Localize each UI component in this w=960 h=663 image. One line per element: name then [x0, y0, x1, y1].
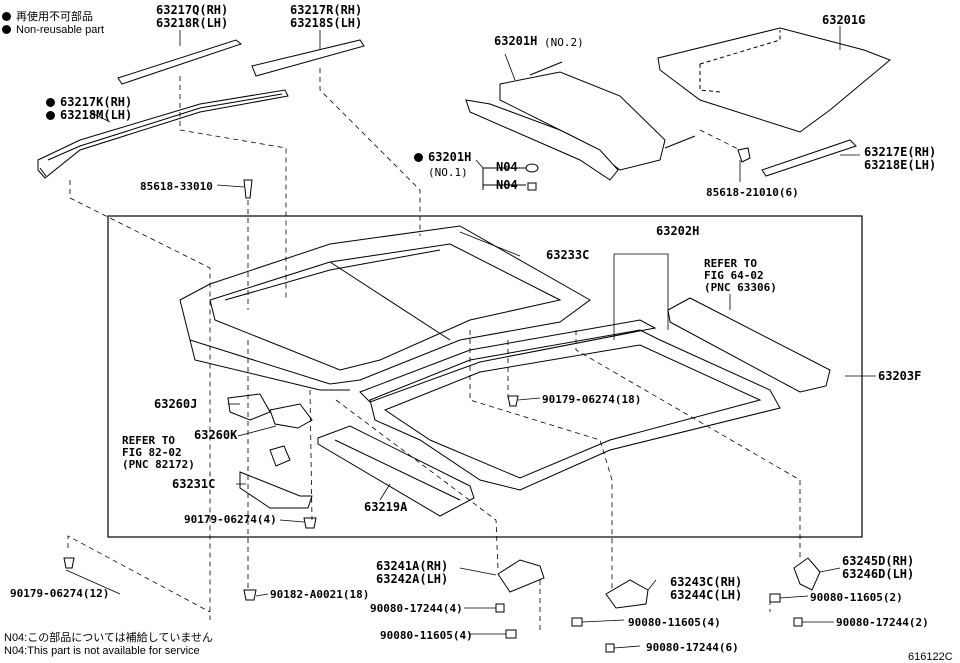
legend-nonreusable-jp: 再使用不可部品	[2, 8, 93, 24]
label-90080-17244-4[interactable]: 90080-17244(4)	[370, 602, 463, 615]
motor-63260k	[269, 403, 313, 429]
label-refer-64-02-a: REFER TO	[704, 257, 757, 270]
screw-90179-12	[63, 557, 75, 569]
bullet-icon	[414, 153, 423, 162]
label-refer-82-02-c: (PNC 82172)	[122, 458, 195, 471]
footnote-jp: N04:この部品については補給していません	[4, 632, 214, 644]
deflector-tube	[667, 297, 831, 393]
bracket-63245d	[793, 557, 821, 591]
label-63241a[interactable]: 63241A(RH)	[376, 559, 449, 573]
label-63231c[interactable]: 63231C	[172, 477, 216, 491]
bolt-d	[605, 643, 615, 653]
label-no1: (NO.1)	[428, 166, 468, 179]
label-63260j[interactable]: 63260J	[154, 397, 198, 411]
label-90080-17244-6[interactable]: 90080-17244(6)	[646, 641, 739, 654]
label-n04-b[interactable]: N04	[496, 178, 518, 192]
frame-63203f	[369, 329, 781, 491]
bolt-e	[769, 593, 781, 603]
label-63217e[interactable]: 63217E(RH)	[864, 145, 937, 159]
label-90182-a0021[interactable]: 90182-A0021(18)	[270, 588, 370, 601]
bolt-f	[793, 617, 803, 627]
label-63201h-no1[interactable]: 63201H	[414, 151, 471, 164]
label-90179-06274-4[interactable]: 90179-06274(4)	[184, 513, 277, 526]
label-63260k[interactable]: 63260K	[194, 428, 238, 442]
label-90080-11605-4-a[interactable]: 90080-11605(4)	[380, 629, 473, 642]
n04-washer	[525, 163, 539, 173]
label-refer-64-02-c: (PNC 63306)	[704, 281, 777, 294]
glass-63201h-no2	[499, 71, 666, 171]
connector	[269, 445, 291, 467]
label-90179-06274-12[interactable]: 90179-06274(12)	[10, 587, 110, 600]
label-63201h-no2[interactable]: 63201H	[494, 34, 538, 48]
screw-85618-33010	[243, 179, 253, 199]
label-63218s[interactable]: 63218S(LH)	[290, 16, 363, 30]
label-refer-82-02-a: REFER TO	[122, 434, 175, 447]
label-90080-11605-4-b[interactable]: 90080-11605(4)	[628, 616, 721, 629]
assembly-frame	[107, 215, 863, 538]
channel-63219a	[317, 425, 475, 517]
glass-63201g	[657, 27, 891, 133]
label-63219a[interactable]: 63219A	[364, 500, 408, 514]
label-n04-a[interactable]: N04	[496, 160, 518, 174]
label-63233c[interactable]: 63233C	[546, 248, 590, 262]
footnote-en: N04:This part is not available for servi…	[4, 645, 200, 657]
n04-bolt	[527, 182, 537, 191]
bullet-icon	[2, 25, 11, 34]
rail-63217k	[37, 89, 289, 179]
strip-63217e	[761, 139, 857, 177]
bolt-a	[495, 603, 505, 613]
label-90080-11605-2[interactable]: 90080-11605(2)	[810, 591, 903, 604]
screw-85618-21010	[737, 147, 751, 163]
housing-63233c	[179, 225, 591, 385]
label-63245d[interactable]: 63245D(RH)	[842, 554, 915, 568]
screw-90182	[243, 589, 257, 601]
bullet-icon	[46, 111, 55, 120]
label-90080-17244-2[interactable]: 90080-17244(2)	[836, 616, 929, 629]
motor-63260j	[227, 393, 271, 421]
strip-63217q	[117, 39, 243, 85]
label-63218m[interactable]: 63218M(LH)	[46, 109, 132, 122]
label-63218r[interactable]: 63218R(LH)	[156, 16, 229, 30]
label-63217k[interactable]: 63217K(RH)	[46, 96, 132, 109]
screw-90179-18	[507, 395, 519, 407]
strip-63217r	[251, 39, 365, 77]
label-63201g[interactable]: 63201G	[822, 13, 866, 27]
figure-id: 616122C	[908, 651, 953, 663]
bullet-icon	[46, 98, 55, 107]
label-63217r[interactable]: 63217R(RH)	[290, 3, 363, 17]
label-85618-33010[interactable]: 85618-33010	[140, 180, 213, 193]
bracket-63243c	[605, 579, 649, 609]
label-63218e[interactable]: 63218E(LH)	[864, 158, 937, 172]
label-63217q[interactable]: 63217Q(RH)	[156, 3, 229, 17]
label-63244c[interactable]: 63244C(LH)	[670, 588, 743, 602]
bullet-icon	[2, 12, 11, 21]
label-63242a[interactable]: 63242A(LH)	[376, 572, 449, 586]
label-refer-64-02-b[interactable]: FIG 64-02	[704, 269, 764, 282]
legend-nonreusable-en: Non-reusable part	[2, 24, 104, 36]
label-no2: (NO.2)	[544, 36, 584, 49]
label-63243c[interactable]: 63243C(RH)	[670, 575, 743, 589]
label-63246d[interactable]: 63246D(LH)	[842, 567, 915, 581]
label-85618-21010[interactable]: 85618-21010(6)	[706, 186, 799, 199]
bolt-b	[505, 629, 517, 639]
bracket-63241a	[497, 559, 545, 593]
bracket-63231c	[239, 471, 313, 509]
screw-90179-4	[303, 517, 317, 529]
deflector-63201h-no1	[465, 99, 619, 181]
label-63203f[interactable]: 63203F	[878, 369, 922, 383]
label-refer-82-02-b[interactable]: FIG 82-02	[122, 446, 182, 459]
bolt-c	[571, 617, 583, 627]
label-63202h[interactable]: 63202H	[656, 224, 700, 238]
label-90179-06274-18[interactable]: 90179-06274(18)	[542, 393, 642, 406]
